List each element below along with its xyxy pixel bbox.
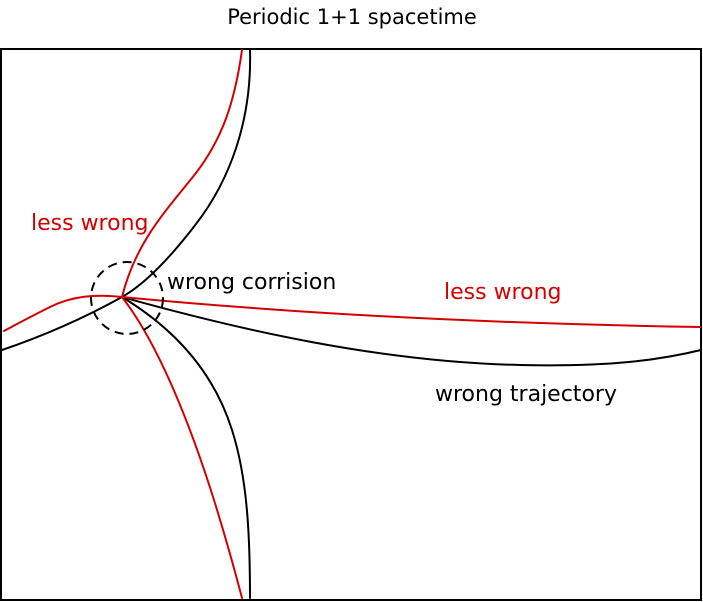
wrong-corrision-label: wrong corrision <box>167 270 336 295</box>
red-trajectory-left <box>3 294 123 332</box>
spacetime-frame <box>0 48 702 601</box>
collision-region-circle <box>90 261 164 335</box>
wrong-trajectory-label: wrong trajectory <box>435 382 617 407</box>
less-wrong-label-left: less wrong <box>31 211 149 236</box>
black-trajectory-right <box>121 296 702 367</box>
less-wrong-label-right: less wrong <box>444 280 562 305</box>
red-trajectory-right <box>121 296 702 328</box>
red-trajectory-lower <box>121 296 243 599</box>
black-trajectory-upper <box>121 49 252 298</box>
black-trajectory-lower <box>121 296 251 599</box>
red-trajectory-upper <box>121 49 243 298</box>
diagram-title: Periodic 1+1 spacetime <box>227 5 477 29</box>
black-trajectory-left <box>1 296 123 351</box>
